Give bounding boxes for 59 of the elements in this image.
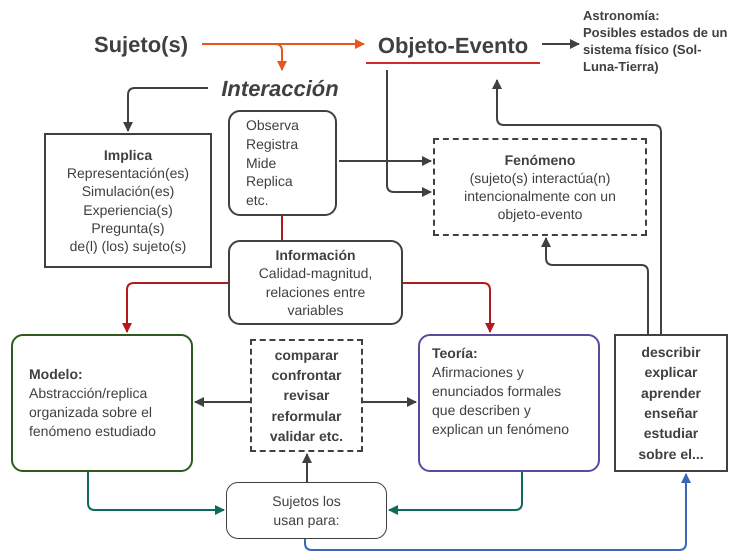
arrow [87,472,225,515]
heading-text: Implica [104,146,152,164]
arrow [304,473,691,551]
arrow [302,453,312,482]
arrow [194,397,250,407]
node-text: describir [641,343,701,362]
node-text: sobre el... [638,444,704,464]
implies-box [44,133,212,268]
node-text: estudiar [644,424,698,444]
node-text: explicar [644,363,698,382]
arrow [403,282,495,333]
heading-text: Fenómeno [504,150,576,169]
node-text: aprender [641,384,701,403]
arrow [339,156,432,166]
node-text: revisar [284,386,330,406]
node-text: validar etc. [270,426,344,446]
node-text: Calidad-magnitud, relaciones entre variables [258,264,374,319]
node-text: Sujetos los usan para: [271,492,342,530]
arrow [363,397,417,407]
compare-box [250,339,363,452]
arrow [388,472,523,515]
node-text: Observa [246,116,300,135]
heading-text: Modelo: [29,365,84,384]
node-text: Interacción [221,74,339,102]
phenomenon-box [433,138,647,236]
node-text: Pregunta(s) [91,218,165,237]
arrow [541,237,649,334]
node-text: reformular [271,406,342,426]
arrow [542,39,580,49]
node-text: Objeto-Evento [378,32,528,60]
arrow [386,70,432,197]
information-box [228,240,403,325]
node-text: Astronomía: [583,8,661,25]
heading-text: Teoría: [432,344,479,363]
node-text: de(l) (los) sujeto(s) [70,236,186,256]
node-text: (sujeto(s) interactúa(n) intencionalmente con un objeto-evento [463,168,617,224]
theory-box [418,334,600,472]
heading-text: Información [275,246,356,264]
subjects-use-box [226,482,387,539]
node-text: Replica etc. [246,172,294,210]
node-text: Abstracción/replica organizada sobre el fenómeno estudiado [29,384,157,441]
arrow [492,79,662,334]
arrow [122,282,228,333]
actions-box [228,110,337,216]
node-text: Representación(es) [66,164,190,182]
node-text: comparar [274,346,338,365]
node-text: enseñar [644,404,698,423]
node-text: confrontar [272,366,342,386]
arrow [202,43,287,71]
model-box [11,334,193,472]
node-text: Posibles estados de un sistema físico (Sol-Luna-Tierra) [583,24,728,76]
node-text: Experiencia(s) [83,200,173,219]
node-text: Sujeto(s) [94,30,188,59]
node-text: Registra [246,134,300,154]
node-text: Mide [246,154,278,172]
node-text: Afirmaciones y enunciados formales que describen y explican un fenómeno [432,362,570,438]
node-text: Simulación(es) [82,182,174,200]
arrow [123,87,208,132]
purposes-box [614,334,728,472]
